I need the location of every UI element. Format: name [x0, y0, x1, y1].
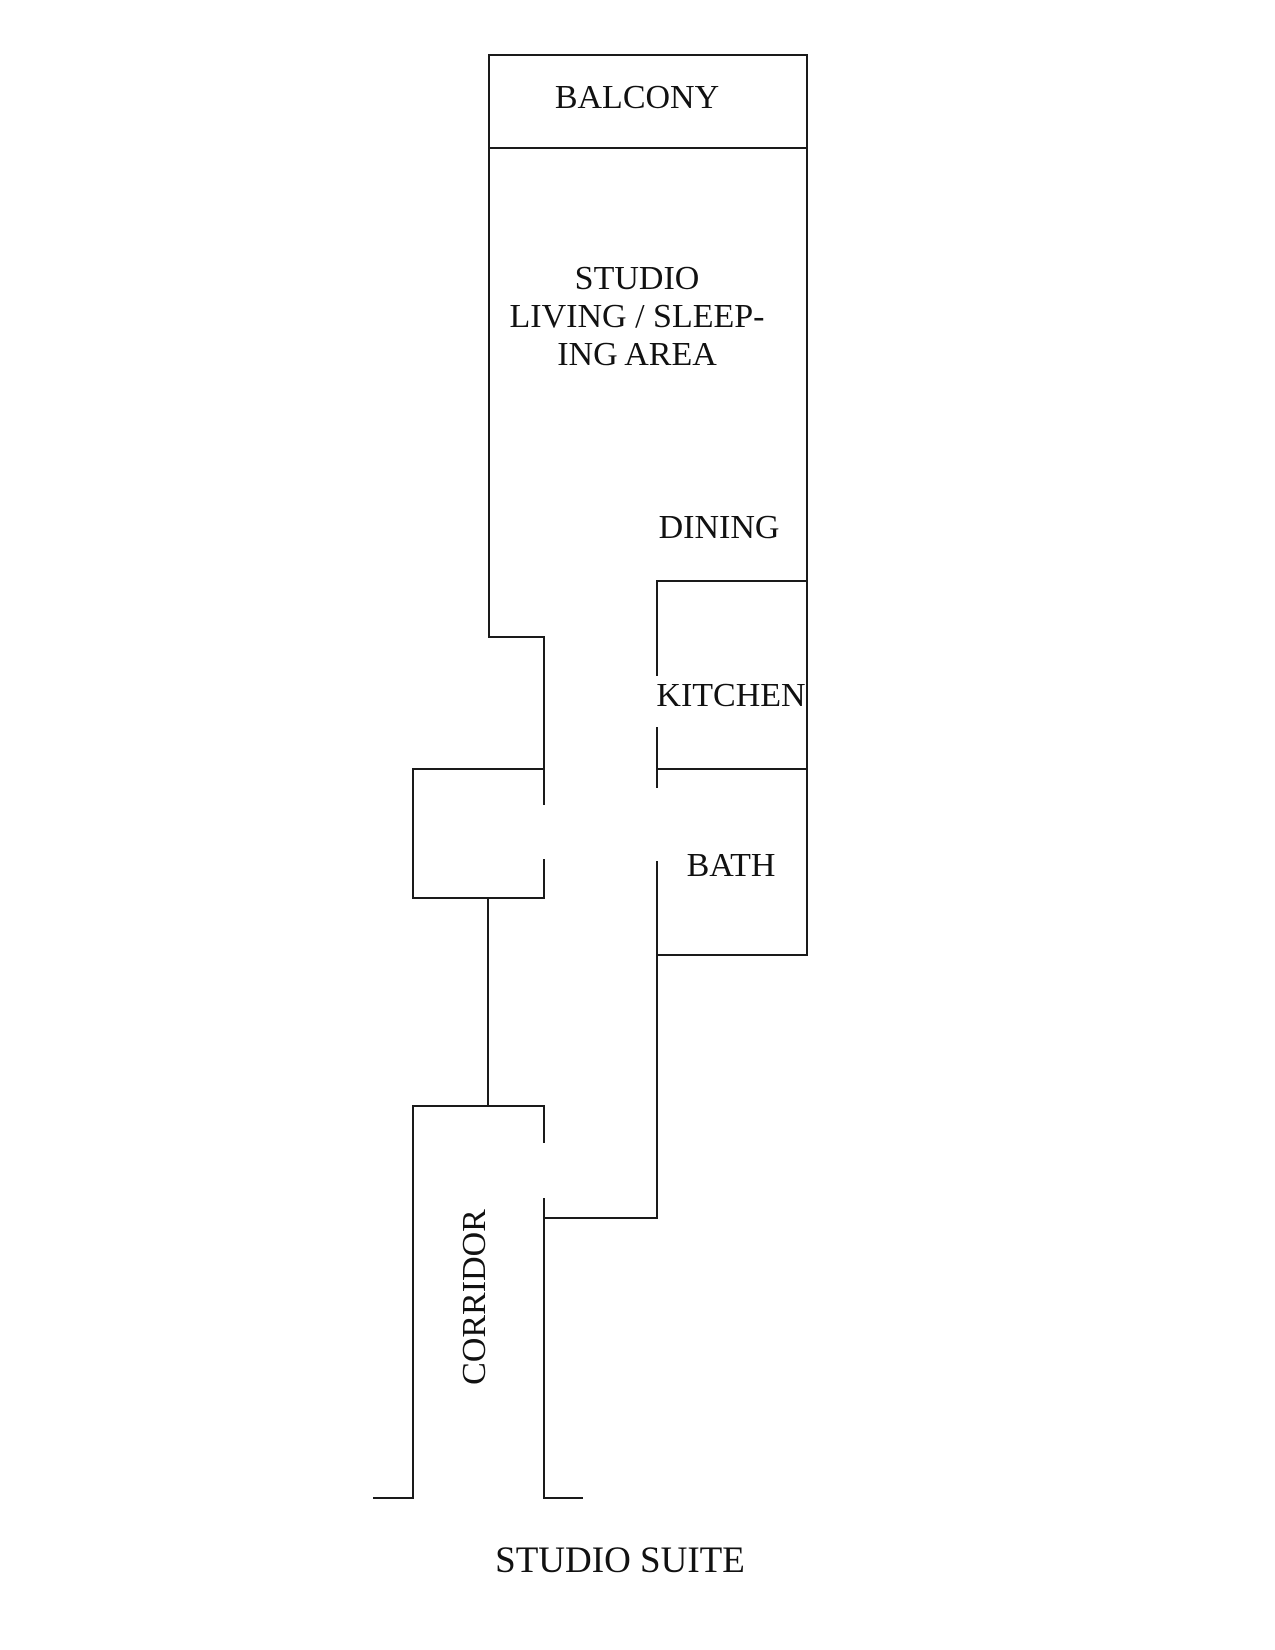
room-label-studio-living-sleeping-area: STUDIO LIVING / SLEEP- ING AREA: [509, 260, 765, 373]
wall-studio-left-jog: [488, 636, 545, 638]
wall-kitchen-left-upper: [656, 580, 658, 676]
wall-connector: [487, 897, 489, 1107]
wall-corridor-left: [412, 1105, 414, 1499]
plan-title: STUDIO SUITE: [495, 1540, 745, 1581]
wall-kitchen-bottom: [656, 768, 808, 770]
room-label-corridor: CORRIDOR: [456, 1209, 493, 1385]
wall-corridor-right-upper: [543, 1105, 545, 1143]
wall-balcony-top: [488, 54, 808, 56]
wall-corridor-top: [412, 1105, 545, 1107]
wall-entry-passage: [543, 1217, 658, 1219]
wall-balcony-bottom: [488, 147, 808, 149]
wall-corridor-right-lower: [543, 1198, 545, 1499]
wall-kitchen-left-jamb: [656, 727, 658, 788]
wall-studio-left-upper: [488, 54, 490, 638]
room-label-dining: DINING: [658, 509, 780, 546]
wall-right-outer: [806, 54, 808, 956]
wall-alcove-stub: [543, 859, 545, 899]
wall-corridor-foot-left: [373, 1497, 414, 1499]
wall-alcove-bottom: [412, 897, 545, 899]
wall-bath-left: [656, 861, 658, 1219]
room-label-bath: BATH: [686, 847, 776, 884]
wall-dining-kitchen-divider: [656, 580, 808, 582]
wall-corridor-foot-right: [543, 1497, 583, 1499]
room-label-kitchen: KITCHEN: [656, 677, 806, 714]
wall-jog-down: [543, 636, 545, 805]
wall-alcove-left: [412, 768, 414, 899]
wall-bath-bottom: [656, 954, 808, 956]
wall-alcove-top: [412, 768, 545, 770]
room-label-balcony: BALCONY: [554, 79, 720, 116]
